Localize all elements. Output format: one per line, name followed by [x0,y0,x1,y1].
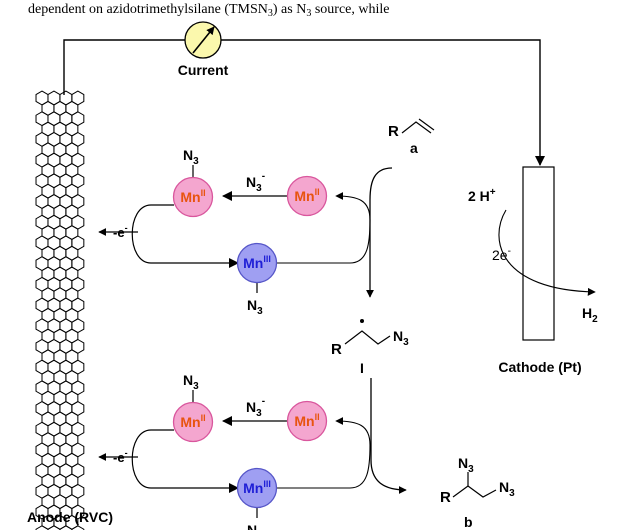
mn-iii-complex: MnIII [236,242,278,284]
cycle-reduction-arrow [131,429,239,493]
azide-ligand-label: N3 [183,372,199,392]
azide-ligand-label: N3 [183,147,199,167]
mn-ii-azide-complex: MnII [172,176,214,218]
anode-hexagon-cell [47,525,61,530]
mn-iii-azide-ligand-label: N3 [247,522,263,530]
product-azide-1: N3 [458,455,474,475]
product-r-group: R [440,489,451,506]
mn-ii-complex: MnII [286,175,328,217]
anode-label: Anode (RVC) [27,509,113,525]
current-meter [184,21,222,59]
mn-iii-complex-label: MnIII [243,254,271,271]
circuit-wire [63,39,540,165]
intermediate-azide: N3 [393,328,409,348]
product-diazide [452,472,497,498]
hydrogen-evolution-arrow [498,209,596,296]
mn-ii-complex-label: MnII [294,412,319,429]
radical-intermediate [344,330,391,345]
substrate-label: a [410,140,418,156]
product-azide-2: N3 [499,479,515,499]
proton-label: 2 H+ [468,187,496,204]
oxidation-electron-label: -e- [113,223,128,240]
mn-ii-azide-complex-label: MnII [180,413,205,430]
anode-hexagon-cell [71,525,85,530]
substrate-alkene [401,118,435,134]
product-pathway-arrow [370,378,407,494]
azide-anion-label: N3- [246,171,265,194]
cycle-reduction-arrow [131,204,239,268]
product-label: b [464,514,473,530]
cathode-electrons: 2e- [492,246,511,263]
mn-iii-complex: MnIII [236,467,278,509]
current-label: Current [178,62,229,78]
anode-electrode [35,90,85,530]
radical-pathway-arrow [366,167,393,298]
anode-hexagon-cell [59,525,73,530]
mn-ii-complex: MnII [286,400,328,442]
substrate-r-group: R [388,123,399,140]
radical-transfer-arrow [276,192,371,264]
oxidation-electron-label: -e- [113,448,128,465]
anode-hexagon-cell [35,525,49,530]
cathode-label: Cathode (Pt) [498,359,581,375]
mn-ii-azide-complex: MnII [172,401,214,443]
mn-iii-azide-ligand-label: N3 [247,297,263,317]
cathode-electrode [522,166,555,341]
intermediate-label: I [360,360,364,376]
radical-transfer-arrow [276,417,371,489]
azide-anion-label: N3- [246,396,265,419]
mn-ii-azide-complex-label: MnII [180,188,205,205]
hydrogen-label: H2 [582,305,598,325]
mn-iii-complex-label: MnIII [243,479,271,496]
catalytic-cycles: -e-N3N3N3-MnIIMnIIMnIII-e-N3N3N3-MnIIMnI… [98,147,371,530]
radical-dot [360,319,364,323]
header-text: dependent on azidotrimethylsilane (TMSN3… [28,2,389,19]
mn-ii-complex-label: MnII [294,187,319,204]
intermediate-r-group: R [331,341,342,358]
